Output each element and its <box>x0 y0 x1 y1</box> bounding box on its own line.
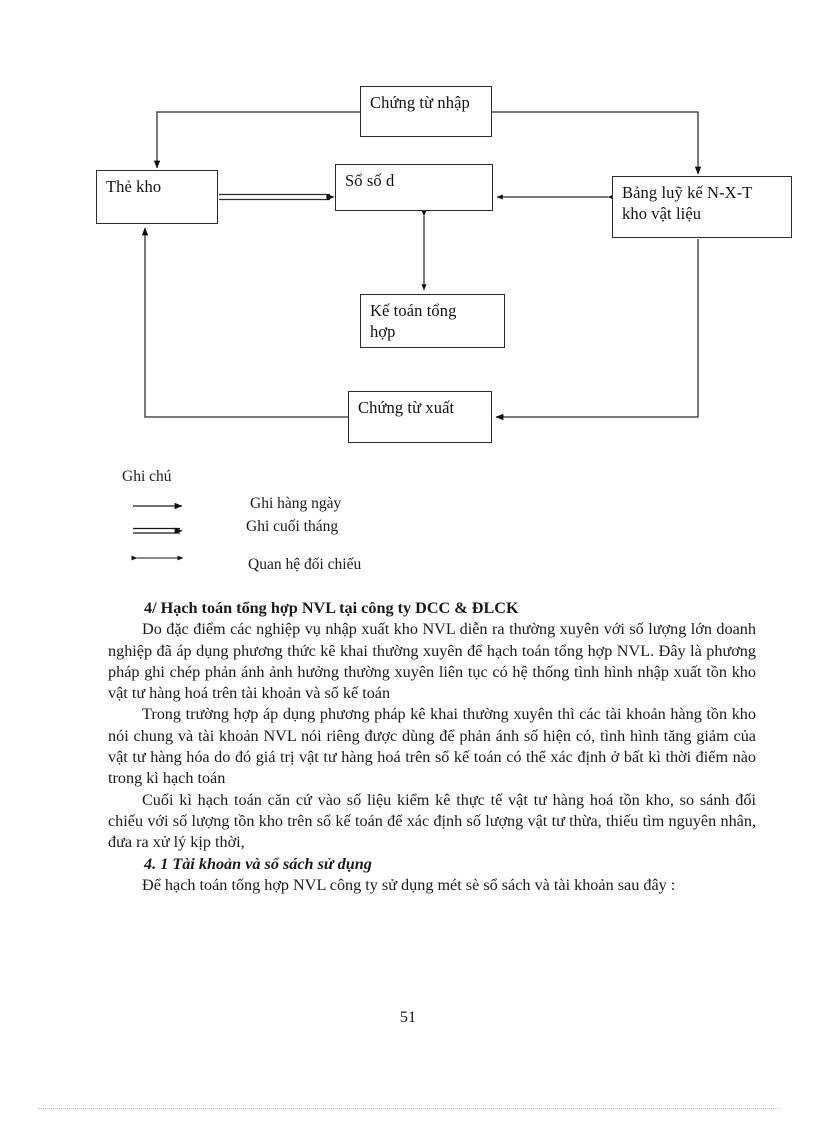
double-arrow-icon <box>133 527 183 534</box>
node-bang-luy-ke-label-line2: kho vật liệu <box>622 204 702 224</box>
legend-arrow-glyphs <box>131 502 184 561</box>
node-ke-toan-tong-hop-label-line1: Kế toán tổng <box>370 301 457 320</box>
node-the-kho-label: Thẻ kho <box>106 177 162 196</box>
paragraph-1: Do đặc điểm các nghiệp vụ nhập xuất kho … <box>108 620 756 703</box>
node-chung-tu-nhap: Chứng từ nhập <box>360 86 492 137</box>
footer-rule <box>38 1108 780 1109</box>
node-the-kho: Thẻ kho <box>96 170 218 224</box>
flowchart-connectors <box>141 111 702 421</box>
diagram-legend: Ghi chú <box>0 462 816 592</box>
page-number: 51 <box>399 1008 417 1026</box>
node-bang-luy-ke-label-line1: Bảng luỹ kế N-X-T <box>622 183 753 202</box>
heading-4-1: 4. 1 Tài khoản và sổ sách sử dụng <box>144 854 372 873</box>
paragraph-3: Cuối kì hạch toán căn cứ vào số liệu kiể… <box>108 790 756 852</box>
node-chung-tu-xuat-label: Chứng từ xuất <box>358 398 455 417</box>
legend-label-ghi-hang-ngay: Ghi hàng ngày <box>250 495 342 512</box>
node-chung-tu-nhap-label: Chứng từ nhập <box>370 93 470 112</box>
body-text: 4/ Hạch toán tổng hợp NVL tại công ty DC… <box>108 598 756 896</box>
heading-4: 4/ Hạch toán tổng hợp NVL tại công ty DC… <box>144 599 519 617</box>
legend-label-quan-he-doi-chieu: Quan hệ đối chiếu <box>248 556 362 573</box>
node-so-so-du-label: Sổ số d <box>345 171 395 190</box>
node-so-so-du: Sổ số d <box>335 164 493 211</box>
node-ke-toan-tong-hop-label-line2: hợp <box>370 322 396 342</box>
paragraph-4: Để hạch toán tổng hợp NVL công ty sử dụn… <box>142 875 676 894</box>
paragraph-2: Trong trường hợp áp dụng phương pháp kê … <box>108 705 756 788</box>
legend-title: Ghi chú <box>122 468 172 485</box>
flowchart-diagram: Chứng từ nhập Thẻ kho Sổ số d Bảng luỹ k… <box>0 0 816 470</box>
node-ke-toan-tong-hop: Kế toán tổng hợp <box>360 294 505 348</box>
legend-label-ghi-cuoi-thang: Ghi cuối tháng <box>246 518 339 535</box>
node-chung-tu-xuat: Chứng từ xuất <box>348 391 492 443</box>
node-bang-luy-ke: Bảng luỹ kế N-X-T kho vật liệu <box>612 176 792 238</box>
